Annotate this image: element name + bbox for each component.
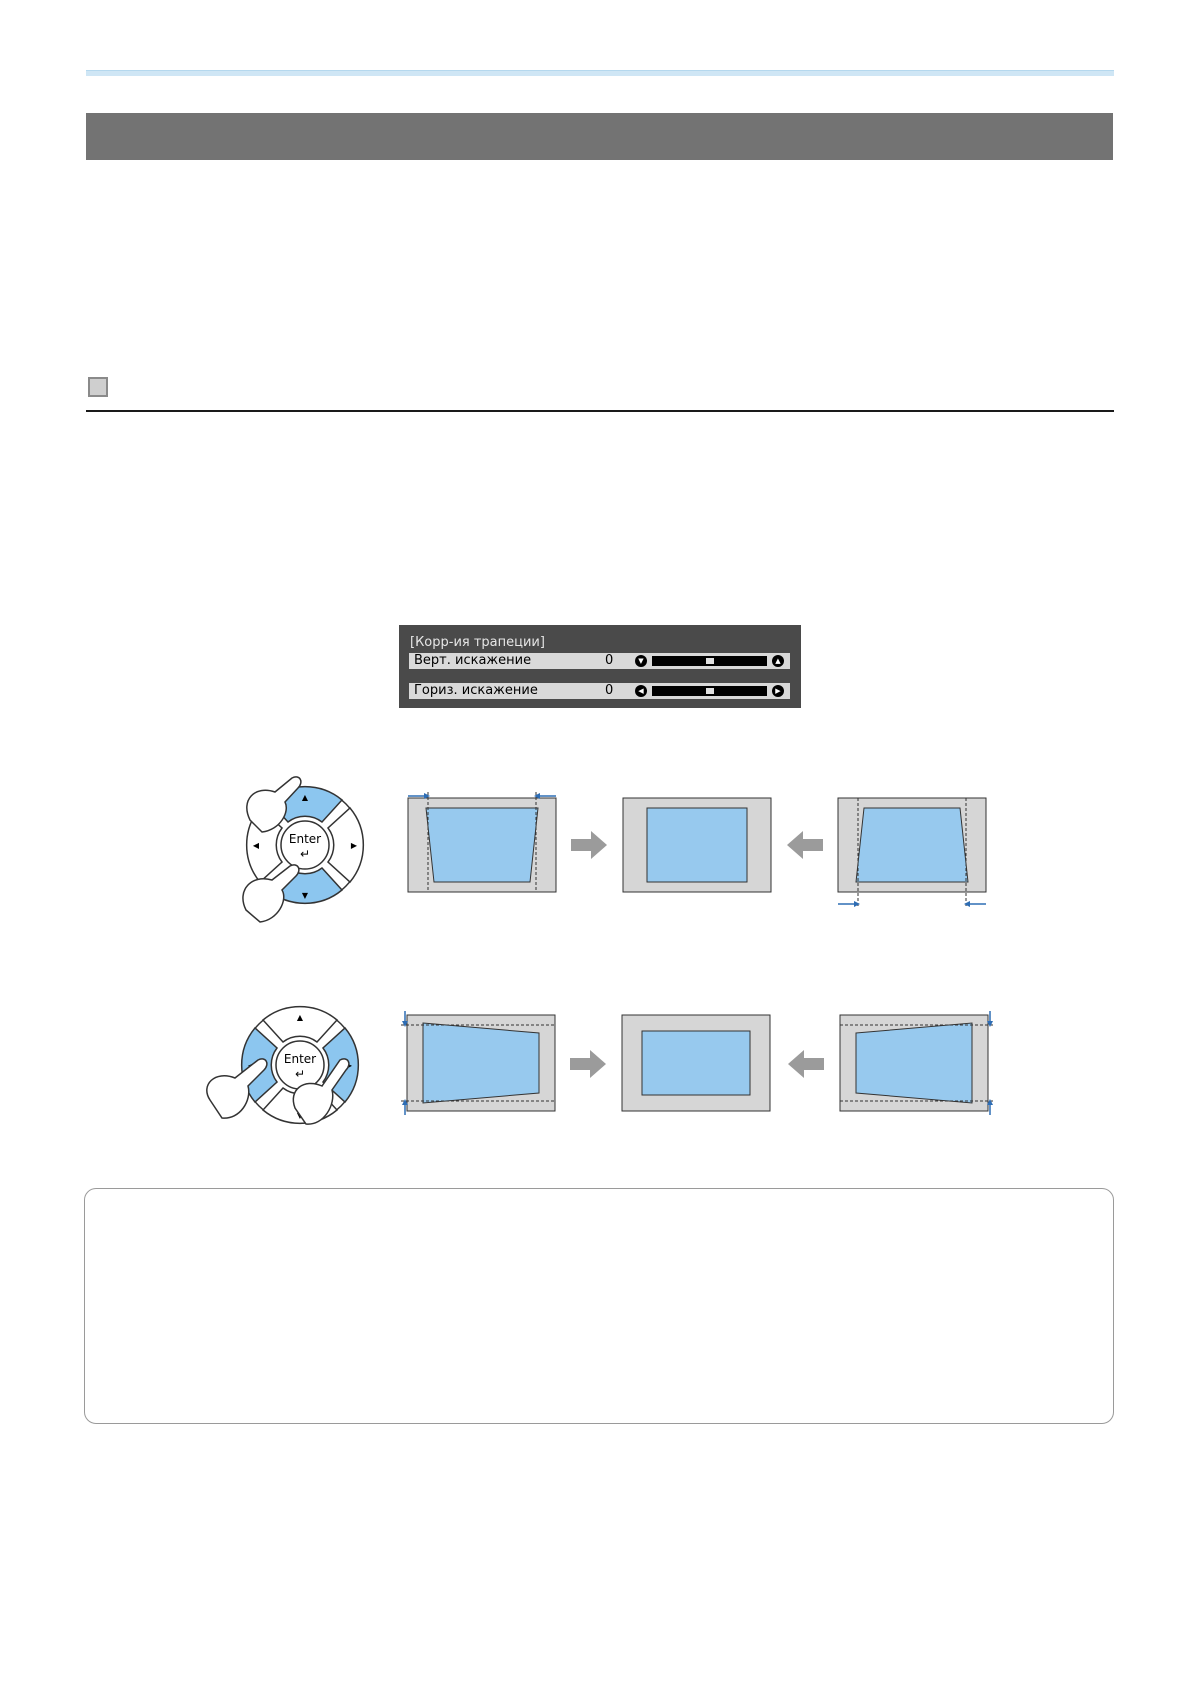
keystone-screen-corrected <box>621 1014 771 1112</box>
note-box <box>84 1188 1114 1424</box>
osd-title: [Корр-ия трапеции] <box>410 635 545 650</box>
left-arrow-icon <box>788 1050 824 1078</box>
osd-slider-thumb <box>706 688 714 694</box>
svg-text:↵: ↵ <box>295 1067 305 1081</box>
osd-row-horizontal[interactable]: Гориз. искажение 0 ◀ ▶ <box>409 683 790 699</box>
osd-slider-thumb <box>706 658 714 664</box>
svg-text:↵: ↵ <box>300 847 310 861</box>
osd-row-value: 0 <box>605 683 614 698</box>
osd-row-vertical[interactable]: Верт. искажение 0 ▼ ▲ <box>409 653 790 669</box>
left-arrow-icon <box>787 831 823 859</box>
keystone-screen-before-b <box>839 1011 994 1115</box>
keystone-screen-corrected <box>622 797 772 893</box>
osd-row-label: Верт. искажение <box>414 653 532 668</box>
keystone-screen-before-b <box>837 797 987 908</box>
keystone-screen-before-a <box>401 1011 556 1115</box>
osd-row-value: 0 <box>605 653 614 668</box>
svg-text:▲: ▲ <box>297 1013 304 1022</box>
svg-text:▶: ▶ <box>351 841 358 850</box>
right-arrow-icon <box>571 831 607 859</box>
left-arrow-icon: ◀ <box>635 685 647 697</box>
header-rule <box>86 70 1114 76</box>
osd-slider-track <box>652 656 767 666</box>
horizontal-keystone-figure: Enter ↵ ▲ ▼ ◀ ▶ <box>206 1005 994 1125</box>
subsection-square-icon <box>88 377 108 397</box>
svg-text:Enter: Enter <box>289 832 321 846</box>
keystone-screen-before-a <box>407 792 557 893</box>
dpad-icon: Enter ↵ ▲ ▼ ◀ ▶ <box>242 776 365 923</box>
dpad-icon: Enter ↵ ▲ ▼ ◀ ▶ <box>206 1005 360 1125</box>
svg-text:Enter: Enter <box>284 1052 316 1066</box>
section-title-bar <box>86 113 1113 160</box>
right-arrow-icon: ▶ <box>772 685 784 697</box>
osd-row-label: Гориз. искажение <box>414 683 538 698</box>
svg-text:◀: ◀ <box>253 841 260 850</box>
keystone-osd-menu: [Корр-ия трапеции] Верт. искажение 0 ▼ ▲… <box>399 625 801 708</box>
up-arrow-icon: ▲ <box>772 655 784 667</box>
subsection-rule <box>86 410 1114 412</box>
right-arrow-icon <box>570 1050 606 1078</box>
down-arrow-icon: ▼ <box>635 655 647 667</box>
vertical-keystone-figure: Enter ↵ ▲ ▼ ◀ ▶ <box>242 776 987 923</box>
osd-slider-track <box>652 686 767 696</box>
svg-text:▼: ▼ <box>302 891 309 900</box>
svg-text:▲: ▲ <box>302 793 309 802</box>
